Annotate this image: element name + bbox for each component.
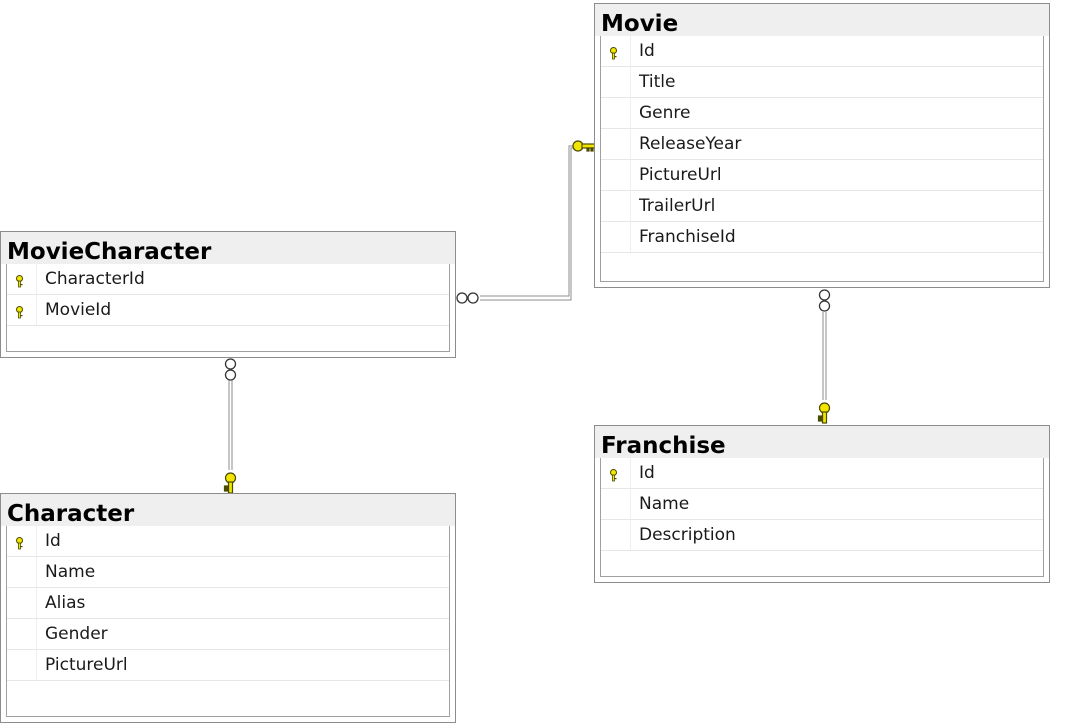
column-row[interactable]: Gender	[7, 619, 449, 650]
one-end-key-icon	[223, 472, 237, 494]
primary-key-icon	[609, 45, 618, 60]
one-end-key-icon	[572, 140, 596, 152]
table-title: Character	[1, 494, 455, 527]
column-row[interactable]: Id	[601, 36, 1043, 67]
column-name: Id	[45, 531, 61, 551]
one-end-key-icon	[817, 402, 831, 424]
primary-key-icon	[609, 467, 618, 482]
column-row[interactable]: Name	[7, 557, 449, 588]
column-name: MovieId	[45, 300, 112, 320]
row-selector[interactable]	[7, 557, 37, 587]
column-row[interactable]: Genre	[601, 98, 1043, 129]
row-selector[interactable]	[7, 264, 37, 294]
column-name: PictureUrl	[639, 165, 722, 185]
column-name: PictureUrl	[45, 655, 128, 675]
column-name: CharacterId	[45, 269, 145, 289]
row-selector[interactable]	[7, 588, 37, 618]
rel-moviecharacter-movie[interactable]	[480, 145, 574, 301]
column-name: Title	[639, 72, 676, 92]
column-name: Alias	[45, 593, 86, 613]
column-name: Description	[639, 525, 736, 545]
column-row[interactable]: Alias	[7, 588, 449, 619]
row-selector[interactable]	[7, 295, 37, 325]
row-selector[interactable]	[601, 520, 631, 550]
primary-key-icon	[15, 273, 24, 288]
column-row[interactable]: Title	[601, 67, 1043, 98]
column-row[interactable]: Name	[601, 489, 1043, 520]
column-name: Genre	[639, 103, 691, 123]
column-row[interactable]: TrailerUrl	[601, 191, 1043, 222]
column-row[interactable]: FranchiseId	[601, 222, 1043, 253]
column-name: ReleaseYear	[639, 134, 742, 154]
row-selector[interactable]	[601, 67, 631, 97]
row-selector[interactable]	[601, 36, 631, 66]
many-end-infinity-icon	[818, 289, 831, 312]
row-selector[interactable]	[7, 650, 37, 680]
rel-movie-franchise[interactable]	[822, 312, 827, 400]
column-name: TrailerUrl	[639, 196, 716, 216]
table-title: MovieCharacter	[1, 232, 455, 265]
table-title: Movie	[595, 4, 1049, 37]
row-selector[interactable]	[601, 160, 631, 190]
column-name: Id	[639, 463, 655, 483]
row-selector[interactable]	[601, 191, 631, 221]
row-selector[interactable]	[601, 222, 631, 252]
column-name: Name	[45, 562, 96, 582]
many-end-infinity-icon	[224, 358, 237, 381]
column-row[interactable]: Id	[7, 526, 449, 557]
column-name: Id	[639, 41, 655, 61]
column-name: Name	[639, 494, 690, 514]
column-row[interactable]: CharacterId	[7, 264, 449, 295]
row-selector[interactable]	[7, 526, 37, 556]
column-row[interactable]: Description	[601, 520, 1043, 551]
column-row[interactable]: Id	[601, 458, 1043, 489]
many-end-infinity-icon	[456, 292, 479, 304]
column-row[interactable]: PictureUrl	[7, 650, 449, 681]
column-row[interactable]: MovieId	[7, 295, 449, 326]
rel-moviecharacter-character[interactable]	[228, 380, 233, 470]
column-name: FranchiseId	[639, 227, 736, 247]
row-selector[interactable]	[7, 619, 37, 649]
row-selector[interactable]	[601, 458, 631, 488]
table-title: Franchise	[595, 426, 1049, 459]
row-selector[interactable]	[601, 489, 631, 519]
primary-key-icon	[15, 304, 24, 319]
primary-key-icon	[15, 535, 24, 550]
row-selector[interactable]	[601, 98, 631, 128]
column-row[interactable]: PictureUrl	[601, 160, 1043, 191]
row-selector[interactable]	[601, 129, 631, 159]
column-row[interactable]: ReleaseYear	[601, 129, 1043, 160]
column-name: Gender	[45, 624, 108, 644]
